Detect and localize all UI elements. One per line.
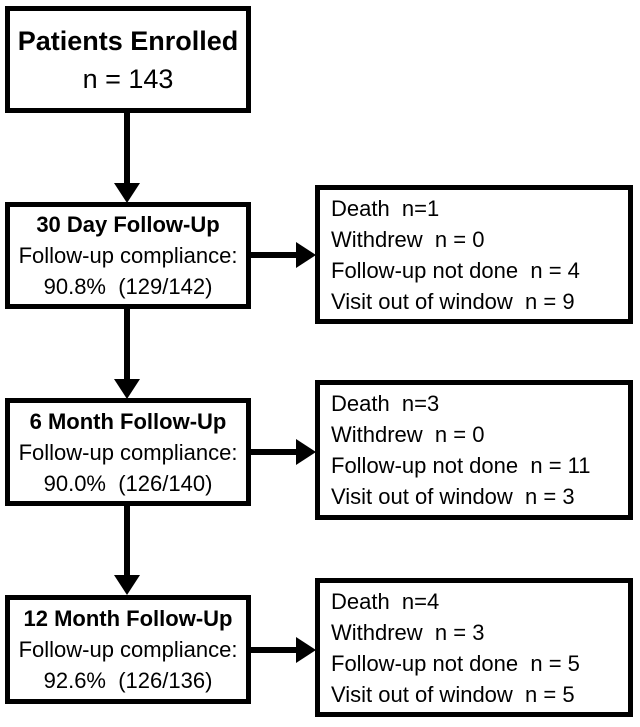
exclusions-box-12month: Death n=4 Withdrew n = 3 Follow-up not d… [315, 578, 633, 717]
followup-title: 6 Month Follow-Up [29, 408, 227, 434]
exclusion-not-done: Follow-up not done n = 5 [331, 650, 580, 676]
followup-title: 30 Day Follow-Up [36, 212, 220, 237]
arrow-right-2 [250, 439, 316, 465]
arrow-down-2 [114, 308, 140, 399]
arrow-head [296, 637, 316, 663]
compliance-value: 90.8% (129/142) [43, 274, 213, 299]
exclusion-death: Death n=4 [331, 588, 440, 614]
arrow-shaft [124, 112, 130, 183]
exclusion-withdrew: Withdrew n = 0 [331, 226, 485, 252]
followup-title: 12 Month Follow-Up [23, 606, 233, 631]
exclusion-death: Death n=1 [331, 195, 440, 221]
arrow-head [296, 242, 316, 268]
arrow-head [296, 439, 316, 465]
exclusion-death: Death n=3 [331, 391, 440, 416]
arrow-down-3 [114, 505, 140, 595]
arrow-head [114, 575, 140, 595]
compliance-value: 92.6% (126/136) [43, 668, 213, 693]
followup-box-30day: 30 Day Follow-Up Follow-up compliance: 9… [5, 202, 251, 309]
enrolled-box: Patients Enrolled n = 143 [5, 6, 251, 113]
arrow-right-3 [250, 637, 316, 663]
arrow-shaft [124, 308, 130, 379]
compliance-value: 90.0% (126/140) [43, 470, 213, 496]
exclusion-out-of-window: Visit out of window n = 5 [331, 681, 575, 707]
exclusions-box-6month: Death n=3 Withdrew n = 0 Follow-up not d… [315, 380, 633, 520]
compliance-label: Follow-up compliance: [18, 637, 238, 662]
arrow-down-1 [114, 112, 140, 203]
followup-box-12month: 12 Month Follow-Up Follow-up compliance:… [5, 595, 251, 704]
enrolled-count: n = 143 [82, 63, 174, 94]
exclusion-not-done: Follow-up not done n = 11 [331, 453, 591, 478]
compliance-label: Follow-up compliance: [18, 439, 238, 465]
exclusions-box-30day: Death n=1 Withdrew n = 0 Follow-up not d… [315, 185, 633, 324]
exclusion-withdrew: Withdrew n = 3 [331, 619, 485, 645]
arrow-shaft [124, 505, 130, 575]
arrow-right-1 [250, 242, 316, 268]
exclusion-not-done: Follow-up not done n = 4 [331, 257, 580, 283]
exclusion-out-of-window: Visit out of window n = 9 [331, 288, 575, 314]
arrow-shaft [250, 647, 296, 653]
arrow-head [114, 183, 140, 203]
enrolled-title: Patients Enrolled [17, 25, 239, 56]
exclusion-withdrew: Withdrew n = 0 [331, 422, 485, 447]
exclusion-out-of-window: Visit out of window n = 3 [331, 484, 575, 509]
arrow-shaft [250, 449, 296, 455]
arrow-head [114, 379, 140, 399]
arrow-shaft [250, 252, 296, 258]
compliance-label: Follow-up compliance: [18, 243, 238, 268]
followup-box-6month: 6 Month Follow-Up Follow-up compliance: … [5, 398, 251, 506]
